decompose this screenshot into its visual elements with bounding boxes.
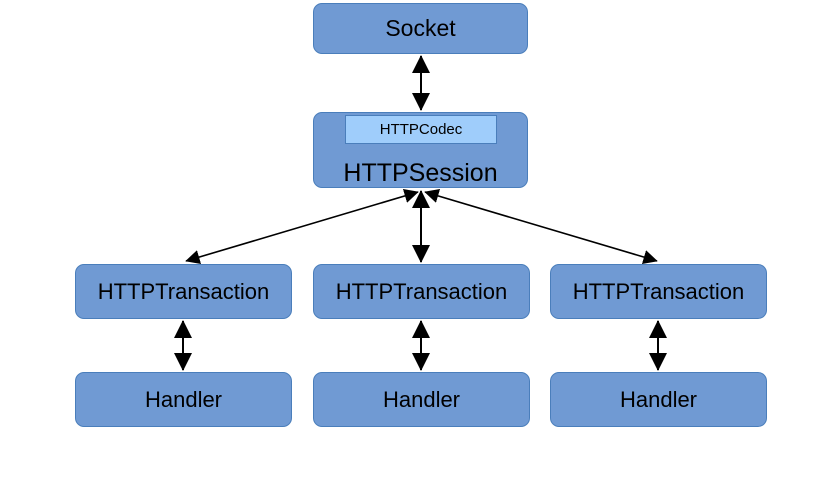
node-socket[interactable]: Socket (313, 3, 528, 54)
node-httptransaction-0-label: HTTPTransaction (97, 278, 270, 304)
node-httpcodec[interactable]: HTTPCodec (345, 115, 497, 144)
node-httptransaction-2-label: HTTPTransaction (572, 278, 745, 304)
node-httpsession[interactable]: HTTPCodec HTTPSession (313, 112, 528, 188)
node-handler-0-label: Handler (144, 386, 223, 412)
node-handler-1[interactable]: Handler (313, 372, 530, 427)
node-handler-2-label: Handler (619, 386, 698, 412)
node-socket-label: Socket (385, 15, 456, 41)
node-httpcodec-label: HTTPCodec (379, 121, 463, 138)
node-handler-0[interactable]: Handler (75, 372, 292, 427)
connector-session-transaction-0 (185, 188, 419, 265)
node-httptransaction-1-label: HTTPTransaction (335, 278, 508, 304)
connector-session-transaction-2 (424, 188, 658, 265)
node-httptransaction-2[interactable]: HTTPTransaction (550, 264, 767, 319)
node-httpsession-label: HTTPSession (343, 159, 498, 187)
node-httptransaction-0[interactable]: HTTPTransaction (75, 264, 292, 319)
node-handler-1-label: Handler (382, 386, 461, 412)
node-httptransaction-1[interactable]: HTTPTransaction (313, 264, 530, 319)
node-handler-2[interactable]: Handler (550, 372, 767, 427)
